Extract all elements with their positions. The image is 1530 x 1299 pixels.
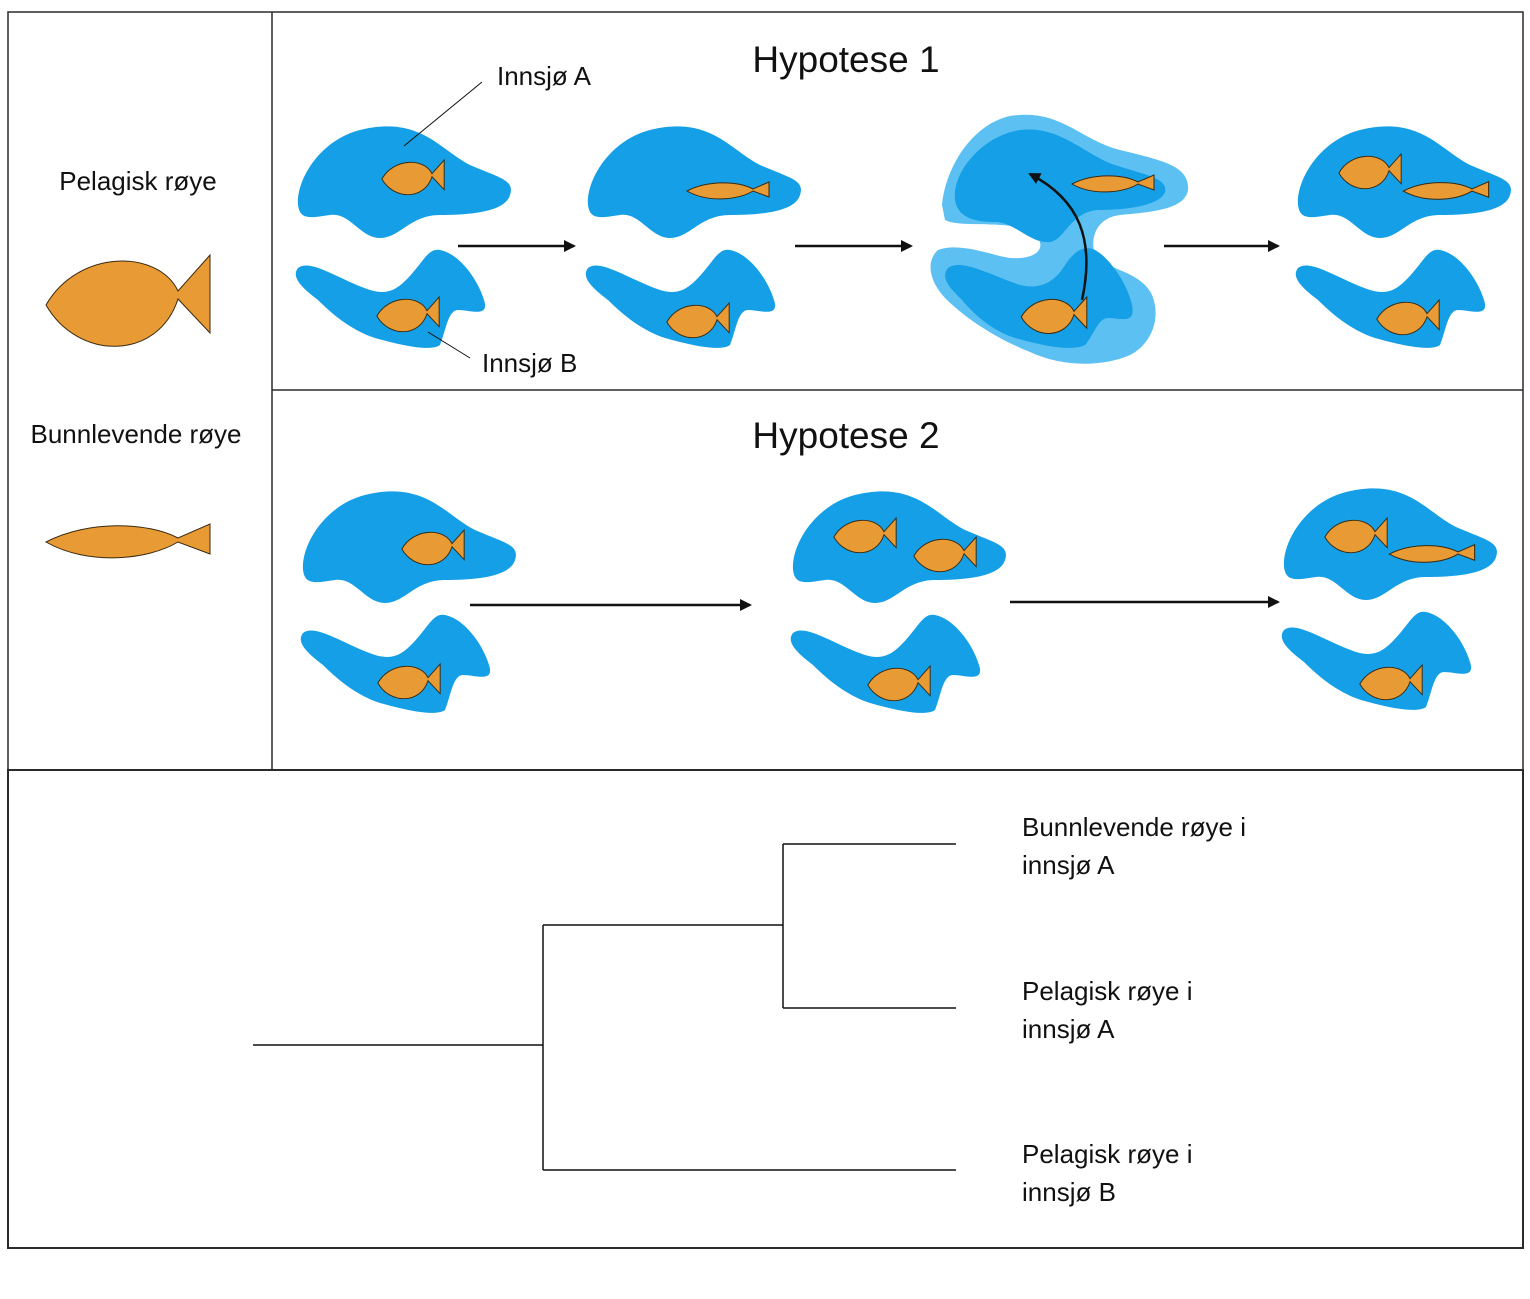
tree-panel-frame	[7, 769, 1524, 1249]
pelagic-fish-icon	[1359, 663, 1423, 701]
pelagic-fish-icon	[377, 662, 441, 700]
pelagic-fish-icon	[666, 301, 730, 339]
fish-body	[381, 158, 445, 196]
tree-leaf-label: Bunnlevende røye i	[1022, 812, 1246, 842]
tree-leaf-label: innsjø B	[1022, 1177, 1116, 1207]
pelagic-fish-icon	[913, 535, 977, 573]
migration-arrow	[1028, 172, 1088, 301]
h1-stage-2	[585, 126, 801, 348]
legend-benthic-label: Bunnlevende røye	[30, 419, 241, 449]
benthic-fish-icon	[685, 181, 770, 200]
fish-body	[1388, 543, 1476, 563]
lake-a-label: Innsjø A	[497, 61, 592, 91]
fish-body	[685, 181, 770, 200]
pelagic-fish-icon	[376, 295, 440, 333]
tree-leaf-labels: Bunnlevende røye i innsjø A Pelagisk røy…	[1022, 812, 1246, 1207]
fish-body	[401, 528, 465, 566]
h1-stage-3-flood	[930, 114, 1189, 364]
hypothesis-2: Hypotese 2	[300, 415, 1497, 713]
fish-body	[1376, 298, 1440, 336]
fish-body	[1338, 152, 1402, 190]
panel-frames	[7, 11, 1524, 1249]
fish-body	[867, 664, 931, 702]
benthic-fish-icon	[1402, 180, 1490, 200]
lake-b	[1295, 249, 1486, 348]
lake-a	[1297, 126, 1511, 238]
lake-a	[954, 129, 1166, 243]
h2-stage-2	[790, 491, 1006, 713]
h1-stage-4	[1295, 126, 1511, 348]
fish-body	[1020, 295, 1088, 334]
fish-body	[1070, 174, 1155, 193]
lake-b	[300, 614, 491, 713]
fish-body	[913, 535, 977, 573]
lake-b	[790, 614, 981, 713]
pelagic-fish-icon	[1324, 516, 1388, 554]
lake-b-pointer	[427, 331, 471, 359]
legend-pelagic-fish-icon	[45, 253, 211, 347]
hypothesis-1-title: Hypotese 1	[752, 39, 939, 80]
lake-b	[1281, 611, 1472, 710]
legend-benthic-fish-icon	[44, 523, 211, 559]
fish-body	[666, 301, 730, 339]
legend-pelagic-label: Pelagisk røye	[59, 166, 217, 196]
lake-a	[587, 126, 801, 238]
lake-a	[1283, 488, 1497, 600]
top-panel-frame	[7, 11, 1524, 771]
lake-b-label: Innsjø B	[482, 348, 577, 378]
pelagic-fish-icon	[1376, 298, 1440, 336]
h1-stage-1	[295, 126, 511, 348]
fish-body	[376, 295, 440, 333]
lake-a-pointer	[403, 81, 483, 147]
pelagic-fish-icon	[401, 528, 465, 566]
fish-body	[833, 516, 897, 554]
hypothesis-2-title: Hypotese 2	[752, 415, 939, 456]
tree-leaf-label: Pelagisk røye i	[1022, 976, 1193, 1006]
lake-a	[792, 491, 1006, 603]
pelagic-fish-icon	[833, 516, 897, 554]
phylogenetic-tree	[253, 843, 956, 1171]
h2-stage-1	[300, 491, 516, 713]
benthic-fish-icon	[1070, 174, 1155, 193]
h2-stage-3	[1281, 488, 1497, 710]
pelagic-fish-icon	[381, 158, 445, 196]
legend: Pelagisk røye Bunnlevende røye	[30, 166, 242, 559]
tree-leaf-label: innsjø A	[1022, 1014, 1115, 1044]
fish-body	[1402, 180, 1490, 200]
fish-body	[1359, 663, 1423, 701]
tree-leaf-label: Pelagisk røye i	[1022, 1139, 1193, 1169]
pelagic-fish-icon	[1020, 295, 1088, 334]
lake-b	[295, 249, 486, 348]
fish-body	[377, 662, 441, 700]
hypothesis-1: Hypotese 1 Innsjø A Innsjø B	[295, 39, 1511, 378]
fish-body	[1324, 516, 1388, 554]
pelagic-fish-icon	[1338, 152, 1402, 190]
pelagic-fish-icon	[867, 664, 931, 702]
tree-leaf-label: innsjø A	[1022, 850, 1115, 880]
benthic-fish-icon	[1388, 543, 1476, 563]
